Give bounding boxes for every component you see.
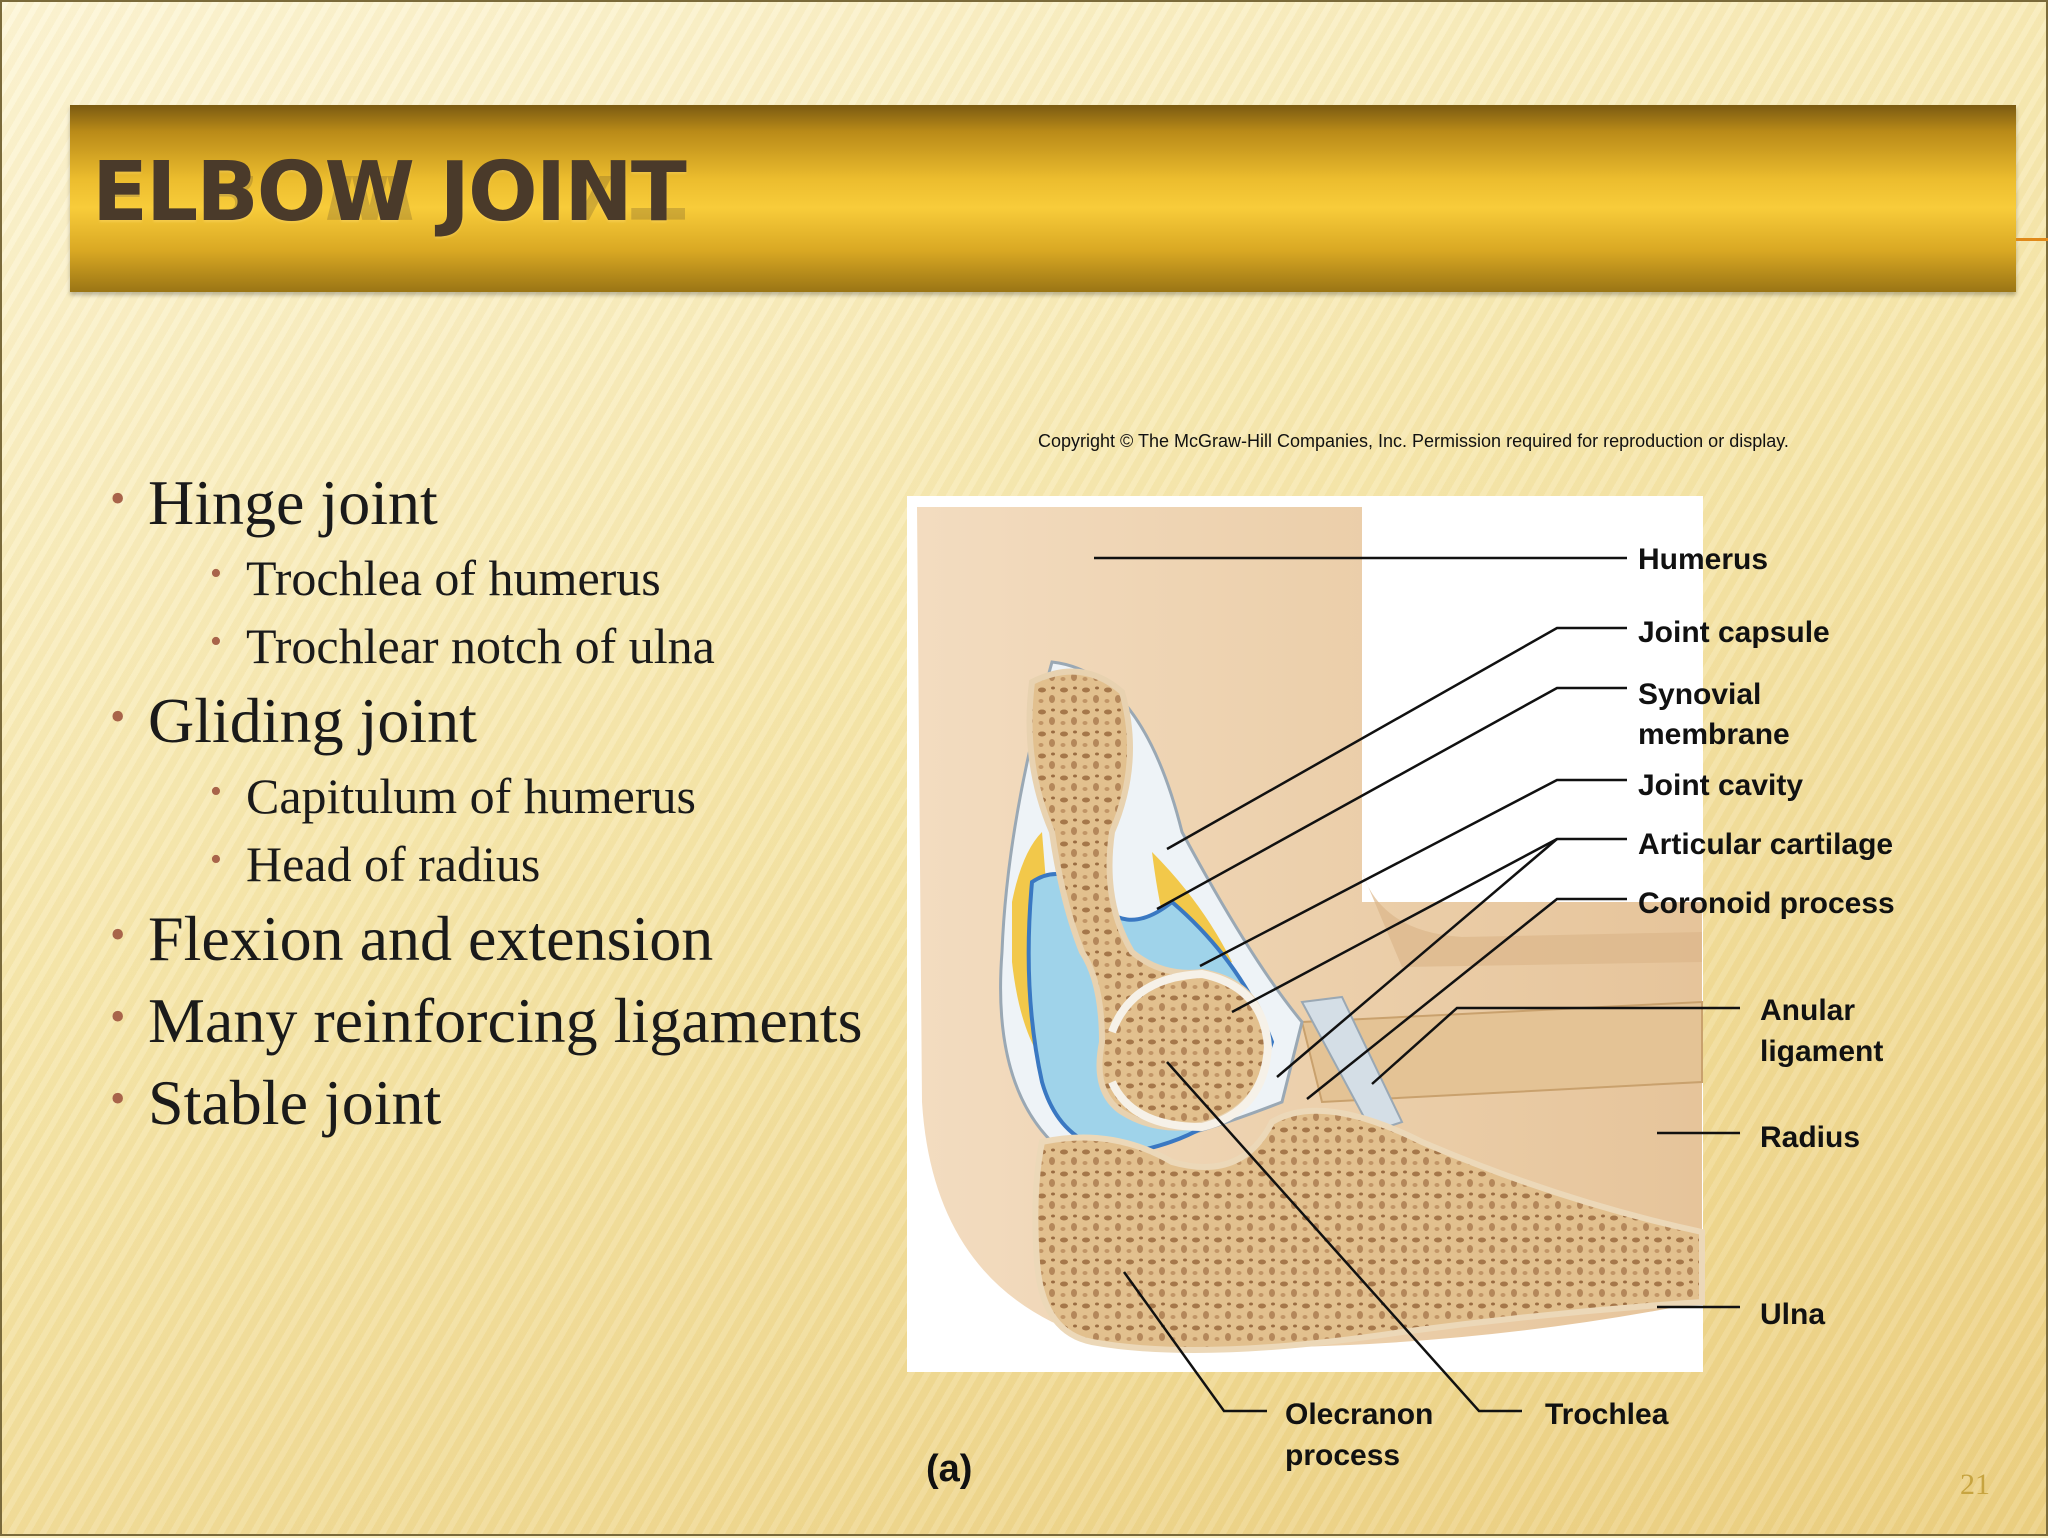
label-anular-ligament-line2: ligament [1760,1035,1884,1068]
label-synovial-membrane-line2: membrane [1638,718,1790,751]
trochlea-cartilage [1108,969,1273,1132]
label-olecranon-process-line2: process [1285,1439,1401,1472]
leader-olecranon [1122,1271,1267,1413]
sub-bullet-capitulum: Capitulum of humerus [110,758,910,830]
label-trochlea: Trochlea [1545,1398,1669,1431]
forearm-shading [1362,872,1702,967]
bullet-flexion-extension: Flexion and extension [110,894,910,980]
ulna-bone [1032,1107,1705,1353]
label-anular-ligament-line1: Anular [1760,994,1856,1027]
slide-title: ELBOW JOINT [92,145,687,240]
bullet-stable-joint: Stable joint [110,1058,910,1144]
copyright-notice: Copyright © The McGraw-Hill Companies, I… [1038,431,1789,451]
page-number: 21 [1960,1468,1990,1501]
label-ulna: Ulna [1760,1298,1826,1331]
title-bar [70,105,2016,292]
label-joint-cavity: Joint cavity [1638,769,1804,802]
label-humerus: Humerus [1638,543,1769,576]
figure-panel-label: (a) [926,1448,973,1490]
leader-trochlea [1166,1061,1522,1413]
leader-joint-capsule [1166,626,1627,851]
bullet-hinge-joint: Hinge joint [110,458,910,544]
title-accent-line [2016,238,2048,241]
sub-bullet-trochlea-of-humerus: Trochlea of humerus [110,540,910,612]
leader-joint-cavity [1199,778,1627,968]
leader-coronoid-process [1306,897,1627,1100]
label-articular-cartilage: Articular cartilage [1638,828,1894,861]
leader-lines [1094,556,1740,1413]
label-radius: Radius [1760,1121,1861,1154]
sub-bullet-head-of-radius: Head of radius [110,826,910,898]
bullet-list: Hinge joint Trochlea of humerus Trochlea… [110,458,910,1144]
label-olecranon-process-line1: Olecranon [1285,1398,1434,1431]
leader-anular-ligament [1371,1006,1740,1085]
leader-synovial-membrane [1156,686,1627,911]
leader-articular-cartilage-2 [1276,838,1558,1078]
bullet-reinforcing-ligaments: Many reinforcing ligaments [110,976,910,1062]
sub-bullet-trochlear-notch: Trochlear notch of ulna [110,608,910,680]
label-coronoid-process: Coronoid process [1638,887,1895,920]
label-synovial-membrane-line1: Synovial [1638,678,1762,711]
label-joint-capsule: Joint capsule [1638,616,1830,649]
bullet-gliding-joint: Gliding joint [110,676,910,762]
